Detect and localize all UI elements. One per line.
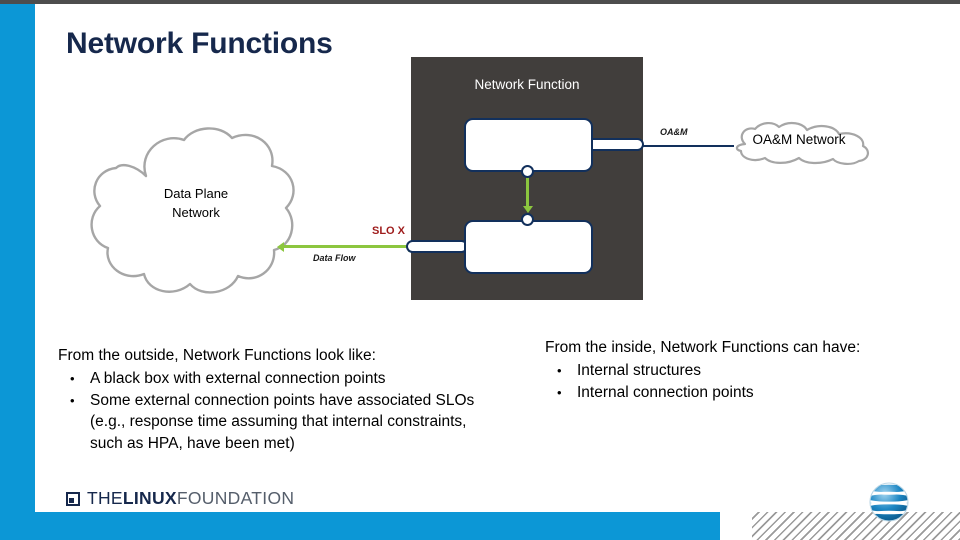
inside-heading: From the inside, Network Functions can h…: [545, 339, 861, 356]
page-title: Network Functions: [66, 27, 333, 60]
list-item: • Internal connection points: [545, 382, 945, 404]
cloud-data-plane-label: Data Plane Network: [86, 184, 306, 222]
linux-foundation-mark-icon: [66, 491, 80, 506]
data-flow-arrow: [277, 241, 415, 252]
text-column-inside: From the inside, Network Functions can h…: [545, 337, 945, 403]
external-connection-point-data: [406, 240, 468, 253]
internal-structure-bottom: [464, 220, 593, 274]
cloud-data-plane-network: Data Plane Network: [86, 124, 306, 302]
oam-link-line: [643, 145, 734, 148]
data-flow-label: Data Flow: [313, 253, 356, 263]
outside-heading: From the outside, Network Functions look…: [58, 347, 376, 364]
oam-link-label: OA&M: [660, 127, 688, 137]
bottom-accent-bar: [35, 512, 720, 540]
list-item-label: A black box with external connection poi…: [90, 370, 386, 387]
lf-the: THE: [87, 488, 123, 508]
external-connection-point-oam: [586, 138, 644, 151]
internal-link-arrow: [522, 167, 533, 213]
internal-connection-point-bottom: [521, 213, 534, 226]
inside-bullet-list: • Internal structures • Internal connect…: [545, 360, 945, 403]
bullet-icon: •: [70, 392, 75, 408]
internal-connection-point-top: [521, 165, 534, 178]
bullet-icon: •: [557, 363, 562, 378]
slo-label: SLO X: [372, 225, 406, 237]
list-item: • Some external connection points have a…: [58, 390, 498, 455]
linux-foundation-wordmark: THELINUXFOUNDATION: [87, 488, 294, 509]
list-item: • A black box with external connection p…: [58, 368, 498, 390]
lf-linux: LINUX: [122, 488, 177, 508]
list-item: • Internal structures: [545, 360, 945, 382]
network-function-box-label: Network Function: [474, 77, 580, 92]
bullet-icon: •: [557, 384, 562, 400]
lf-foundation: FOUNDATION: [176, 488, 295, 508]
cloud-data-plane-label-line1: Data Plane: [163, 186, 229, 201]
att-globe-logo-icon: [864, 477, 914, 527]
cloud-data-plane-label-line2: Network: [172, 205, 220, 220]
internal-structure-top: [464, 118, 593, 172]
list-item-label: Internal structures: [577, 362, 702, 379]
cloud-oam-network: OA&M Network: [723, 120, 875, 166]
left-accent-bar: [0, 4, 35, 540]
bullet-icon: •: [70, 371, 75, 386]
top-accent-strip: [0, 0, 960, 4]
text-column-outside: From the outside, Network Functions look…: [58, 345, 498, 454]
diagonal-hatch-pattern: [752, 512, 960, 540]
list-item-label: Some external connection points have ass…: [90, 391, 475, 452]
linux-foundation-logo: THELINUXFOUNDATION: [66, 488, 294, 509]
list-item-label: Internal connection points: [577, 383, 754, 401]
cloud-oam-label: OA&M Network: [752, 132, 846, 147]
outside-bullet-list: • A black box with external connection p…: [58, 368, 498, 454]
